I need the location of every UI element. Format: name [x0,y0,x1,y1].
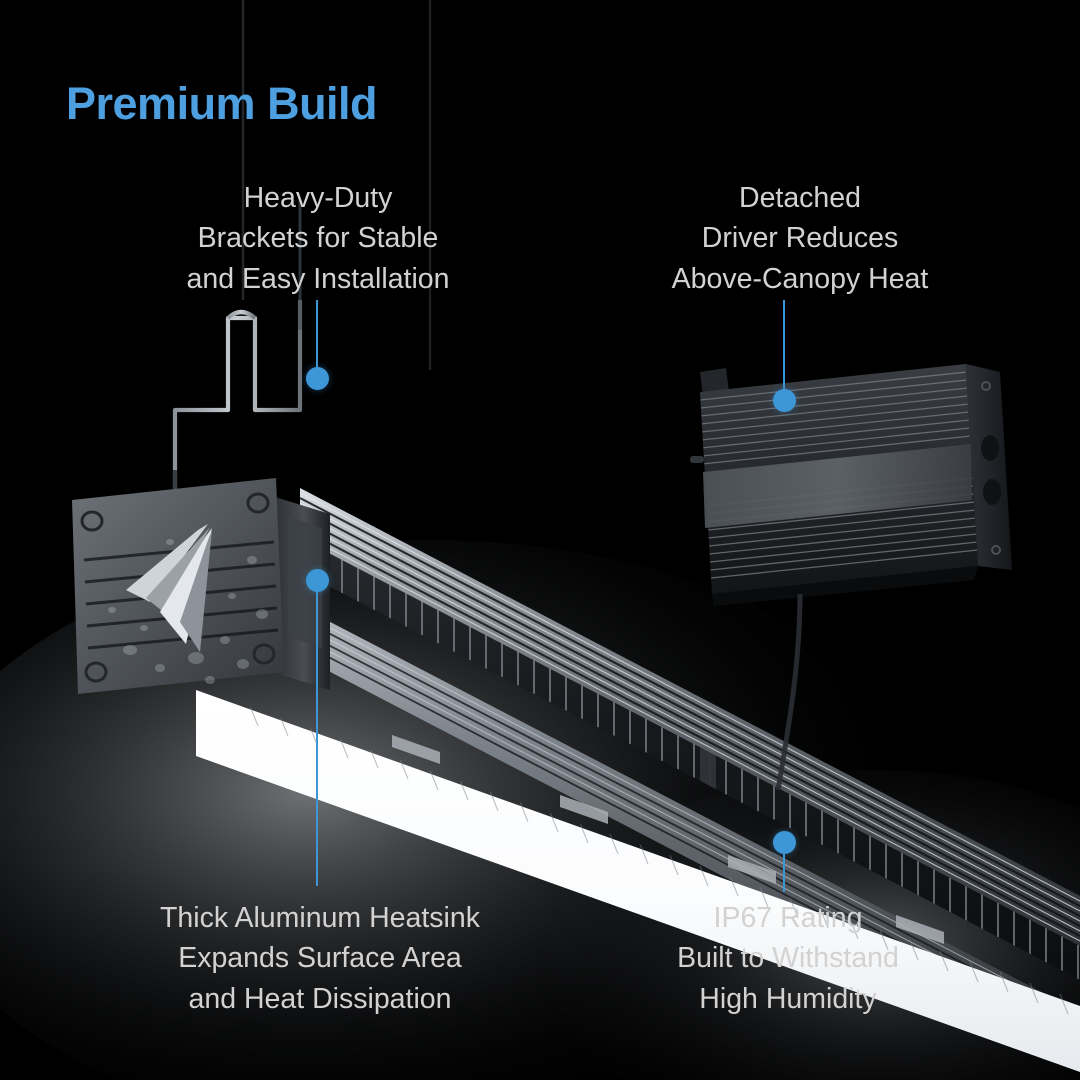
callout-line: Heavy-Duty [243,182,393,214]
callout-line: Above-Canopy Heat [671,262,929,295]
callout-line: Built to Withstand [677,942,899,975]
leader-dot-detached-driver[interactable] [773,389,796,412]
callout-ip67-rating: IP67 Rating Built to Withstand High Humi… [608,898,968,1019]
leader-dot-thick-aluminum-heatsink[interactable] [306,569,329,592]
leader-line-heavy-duty-brackets [316,300,318,374]
callout-line: Thick Aluminum Heatsink [160,902,480,934]
callout-thick-aluminum-heatsink: Thick Aluminum Heatsink Expands Surface … [96,898,544,1019]
leader-dot-heavy-duty-brackets[interactable] [306,367,329,390]
callout-line: Brackets for Stable [197,222,439,255]
page-title: Premium Build [66,78,378,129]
leader-line-ip67-rating [783,848,785,892]
callout-detached-driver: Detached Driver Reduces Above-Canopy Hea… [600,178,1000,299]
brand-logo-graphic [126,524,212,652]
leader-line-detached-driver [783,300,785,396]
callout-line: High Humidity [699,982,877,1015]
leader-dot-ip67-rating[interactable] [773,831,796,854]
end-cap-graphic [72,478,330,694]
leader-line-thick-aluminum-heatsink [316,586,318,886]
callout-line: and Heat Dissipation [188,982,452,1015]
heatsink-top-rail-graphic [300,488,1080,946]
callout-heavy-duty-brackets: Heavy-Duty Brackets for Stable and Easy … [62,178,574,299]
detached-driver-graphic [690,364,1012,606]
callout-line: Detached [738,182,861,214]
callout-line: IP67 Rating [713,902,863,934]
callout-line: and Easy Installation [186,262,450,295]
callout-line: Driver Reduces [701,222,899,255]
callout-line: Expands Surface Area [178,942,462,975]
